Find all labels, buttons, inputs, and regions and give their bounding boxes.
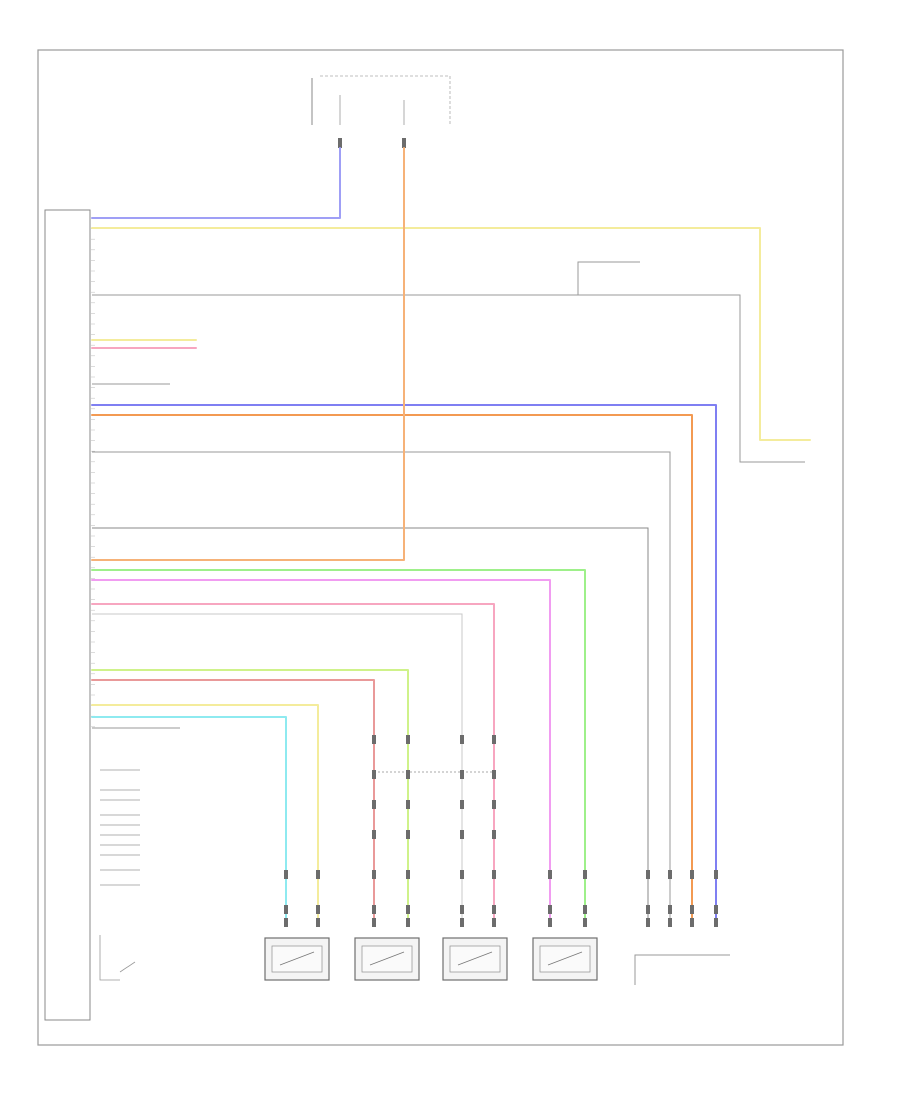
- connector-mark: [690, 905, 694, 914]
- connector-mark: [583, 918, 587, 927]
- connector-mark: [690, 918, 694, 927]
- connector-mark: [548, 918, 552, 927]
- connector-mark: [714, 918, 718, 927]
- connector-mark: [284, 918, 288, 927]
- connector-mark: [492, 870, 496, 879]
- connector-mark: [492, 800, 496, 809]
- sensor-4: [532, 937, 598, 981]
- connector-mark: [406, 918, 410, 927]
- wire-blue-top: [91, 147, 341, 219]
- pin-ticks: [90, 217, 95, 728]
- connector-mark: [460, 735, 464, 744]
- wire-purpleblue: [91, 404, 717, 926]
- connector-mark: [284, 905, 288, 914]
- connector-mark: [372, 770, 376, 779]
- connector-mark: [492, 770, 496, 779]
- wire-magenta: [91, 579, 551, 926]
- connector-mark: [548, 905, 552, 914]
- connector-mark: [406, 800, 410, 809]
- wire-lightgreen: [91, 669, 409, 926]
- connector-mark: [668, 905, 672, 914]
- diagram-frame: [37, 49, 844, 1046]
- connector-marks: [284, 735, 718, 927]
- wires: [91, 147, 811, 926]
- connector-mark: [372, 870, 376, 879]
- connector-mark: [372, 918, 376, 927]
- wire-orange-long: [91, 414, 693, 926]
- connector-mark: [460, 830, 464, 839]
- wire-gray-2: [92, 451, 671, 925]
- connector-mark: [646, 905, 650, 914]
- connector-mark: [492, 905, 496, 914]
- wire-lightblue: [91, 716, 287, 926]
- sensor-3: [442, 937, 508, 981]
- wire-gray-4: [92, 613, 463, 925]
- connector-mark: [372, 905, 376, 914]
- wire-red: [91, 679, 375, 926]
- wire-green: [91, 569, 586, 926]
- wire-orange-vertical: [91, 147, 405, 561]
- connector-mark: [548, 870, 552, 879]
- connector-mark: [460, 800, 464, 809]
- connector-mark: [372, 800, 376, 809]
- connector-mark: [372, 735, 376, 744]
- connector-mark: [646, 870, 650, 879]
- sensor-1: [264, 937, 330, 981]
- connector-mark: [316, 870, 320, 879]
- connector-mark: [406, 830, 410, 839]
- connector-mark: [714, 870, 718, 879]
- connector-mark: [406, 870, 410, 879]
- connector-mark: [668, 870, 672, 879]
- wire-gray-3: [92, 527, 649, 925]
- connector-mark: [460, 918, 464, 927]
- top-module: [311, 75, 451, 148]
- connector-mark: [668, 918, 672, 927]
- connector-mark: [646, 918, 650, 927]
- connector-mark: [316, 905, 320, 914]
- connector-mark: [284, 870, 288, 879]
- connector-mark: [406, 770, 410, 779]
- connector-mark: [460, 870, 464, 879]
- wire-yellow: [91, 704, 319, 926]
- connector-mark: [492, 830, 496, 839]
- right-module: [634, 954, 730, 985]
- ground-symbols: [99, 769, 140, 981]
- connector-mark: [372, 830, 376, 839]
- wire-gray-1: [92, 294, 805, 463]
- sensor-2: [354, 937, 420, 981]
- connector-mark: [492, 918, 496, 927]
- connector-mark: [583, 870, 587, 879]
- wire-gray-branch: [577, 261, 640, 295]
- connector-mark: [460, 770, 464, 779]
- connector-mark: [690, 870, 694, 879]
- wire-pink: [91, 603, 495, 926]
- connector-mark: [316, 918, 320, 927]
- connector-mark: [583, 905, 587, 914]
- connector-mark: [714, 905, 718, 914]
- connector-mark: [492, 735, 496, 744]
- wire-yellow-top: [91, 227, 811, 441]
- connector-mark: [406, 905, 410, 914]
- connector-mark: [406, 735, 410, 744]
- left-module: [44, 209, 91, 1021]
- connector-mark: [460, 905, 464, 914]
